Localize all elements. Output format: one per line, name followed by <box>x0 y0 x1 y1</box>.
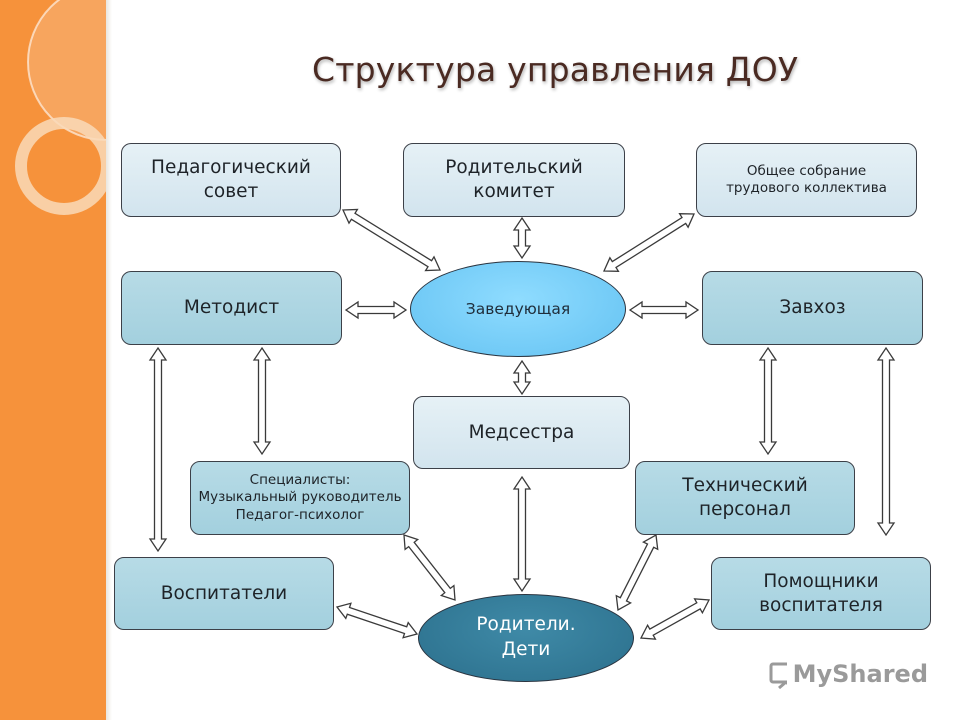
arrow-methodist-head <box>344 300 408 320</box>
arrow-supply_manager-teacher_assistants <box>876 346 896 537</box>
node-supply-manager: Завхоз <box>702 271 923 345</box>
page-title: Структура управления ДОУ <box>312 50 799 89</box>
node-general-meeting: Общее собрание трудового коллектива <box>696 143 917 217</box>
node-parents-children: Родители. Дети <box>418 594 634 682</box>
node-pedagogical-council: Педагогический совет <box>121 143 341 217</box>
node-label: Общее собрание трудового коллектива <box>726 162 887 196</box>
node-teacher-assistants: Помощники воспитателя <box>711 557 931 630</box>
node-parent-committee: Родительский комитет <box>403 143 625 217</box>
arrow-head-supply_manager <box>628 300 700 320</box>
node-label: Родительский комитет <box>445 157 583 202</box>
arrow-parent_committee-head <box>512 216 532 260</box>
node-label: Медсестра <box>468 421 575 443</box>
arrow-ped_council-head <box>342 208 441 272</box>
side-band-shadow <box>106 0 112 720</box>
arrow-methodist-teachers <box>148 346 168 553</box>
arrow-methodist-specialists <box>252 346 272 456</box>
node-label: Воспитатели <box>160 582 288 604</box>
node-head: Заведующая <box>410 261 626 357</box>
arrow-teachers-parents_children <box>335 602 419 639</box>
node-label: Педагогический совет <box>151 157 311 202</box>
presentation-icon <box>769 662 787 689</box>
arrow-supply_manager-technical_staff <box>758 346 778 456</box>
node-teachers: Воспитатели <box>114 557 334 630</box>
node-label: Помощники воспитателя <box>759 570 883 616</box>
node-label: Заведующая <box>465 299 571 318</box>
watermark: MyShared <box>768 657 928 691</box>
watermark-text: MyShared <box>792 660 928 688</box>
arrow-nurse-parents_children <box>512 475 532 593</box>
node-specialists: Специалисты: Музыкальный руководитель Пе… <box>190 461 410 535</box>
arrow-general_meeting-head <box>603 213 695 272</box>
node-label: Технический персонал <box>682 475 808 520</box>
arrow-layer <box>148 208 896 640</box>
node-label: Специалисты: Музыкальный руководитель Пе… <box>198 472 402 523</box>
node-technical-staff: Технический персонал <box>635 461 855 535</box>
node-label: Завхоз <box>779 297 846 319</box>
arrow-head-nurse <box>512 359 532 396</box>
node-methodist: Методист <box>121 271 342 345</box>
node-label: Родители. Дети <box>476 614 576 660</box>
arrow-specialists-parents_children <box>403 534 456 601</box>
node-label: Методист <box>183 297 280 319</box>
arrow-technical_staff-parents_children <box>615 533 659 612</box>
node-nurse: Медсестра <box>413 396 630 469</box>
arrow-teacher_assistants-parents_children <box>639 598 711 640</box>
